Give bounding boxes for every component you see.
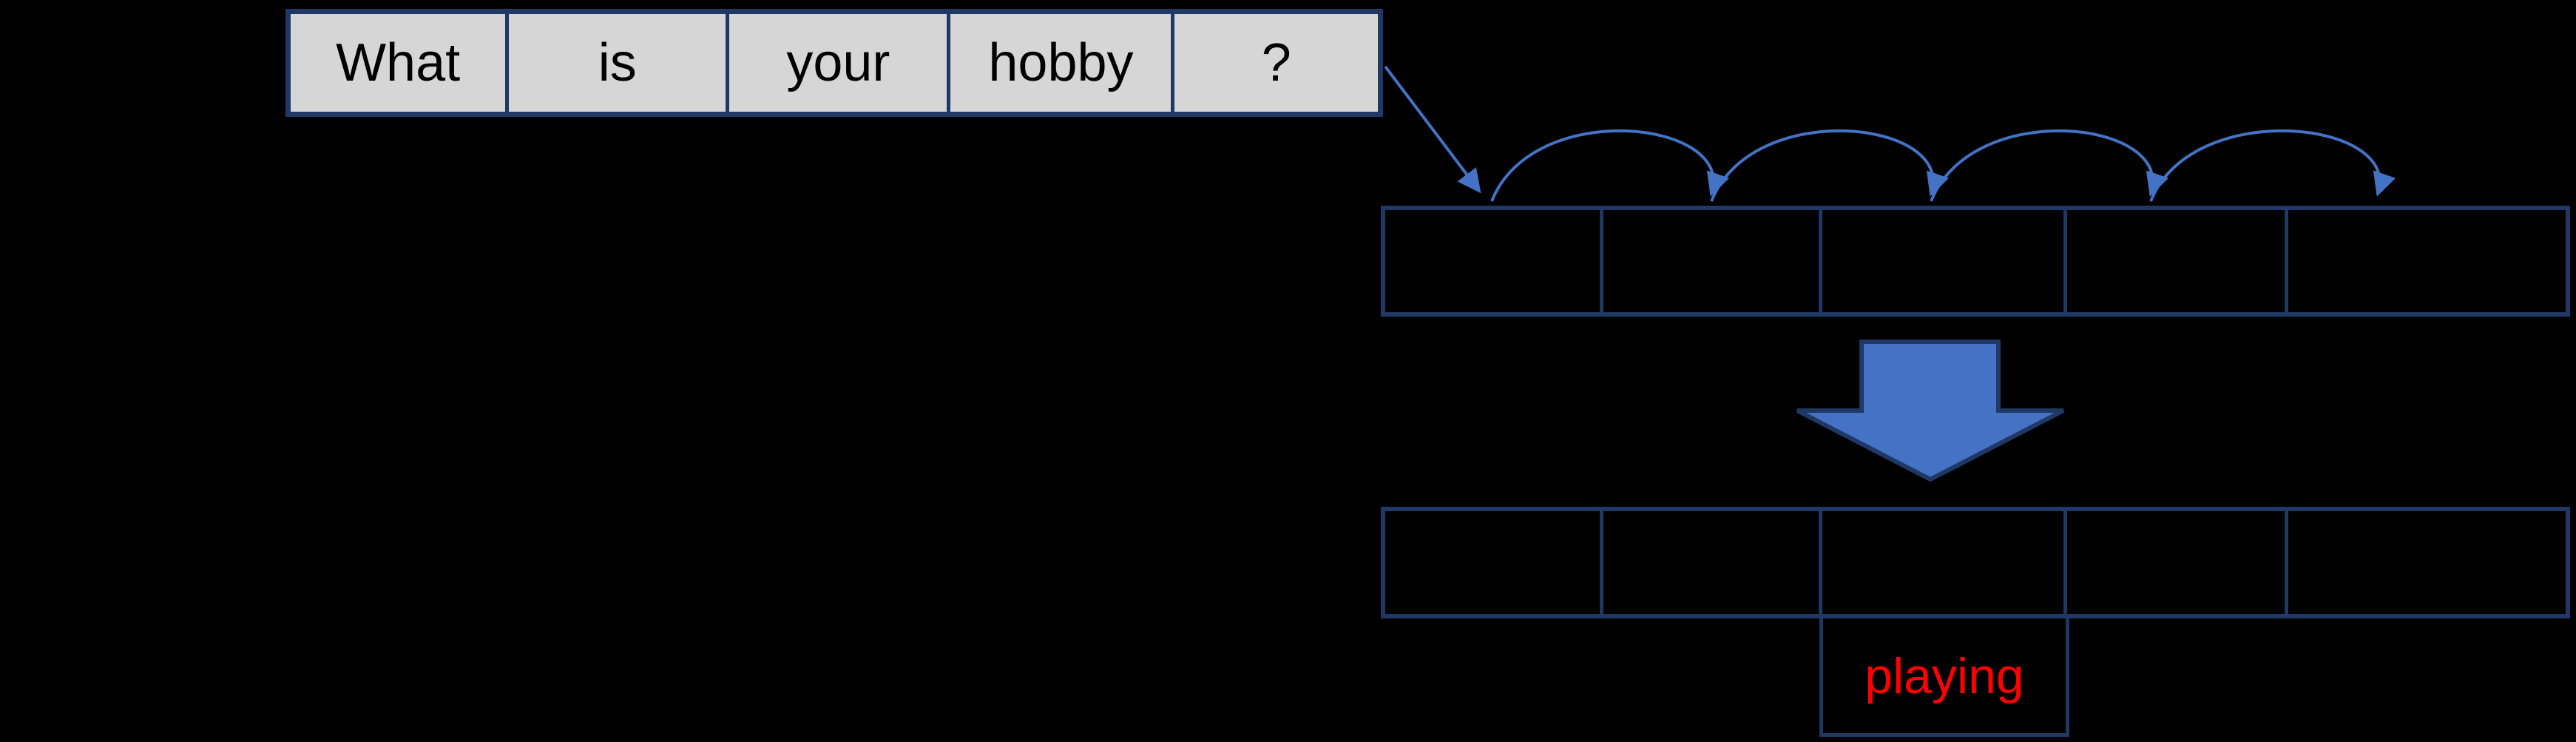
- word-cell-your: your: [729, 14, 951, 112]
- hop-arc-icon-4: [2149, 129, 2396, 202]
- decoder-cell-2: [1603, 511, 1823, 614]
- decoder-cell-1: [1385, 511, 1604, 614]
- hop-arc-icon-2: [1710, 129, 1950, 202]
- decoder-cell-3: [1822, 511, 2067, 614]
- encoder-cell-4: [2067, 210, 2288, 312]
- prediction-box: playing: [1819, 615, 2069, 737]
- encoder-cell-2: [1603, 210, 1823, 312]
- encoder-cell-5: [2288, 210, 2566, 312]
- decoder-cell-4: [2067, 511, 2288, 614]
- word-cell-hobby: hobby: [950, 14, 1175, 112]
- hop-arc-icon-3: [1930, 129, 2169, 202]
- decoder-cell-5: [2288, 511, 2566, 614]
- pointer-line-icon: [1384, 65, 1481, 194]
- down-block-arrow-icon: [1796, 340, 2065, 482]
- sentence-table: What is your hobby ?: [285, 9, 1383, 117]
- decoder-row: [1381, 507, 2570, 618]
- encoder-row: [1381, 206, 2570, 317]
- word-cell-qmark: ?: [1261, 33, 1291, 92]
- prediction-label: playing: [1865, 647, 2024, 704]
- word-cell-is: is: [509, 14, 730, 112]
- word-cell-what: What: [291, 14, 510, 112]
- hop-arc-icon-1: [1490, 129, 1730, 202]
- encoder-cell-1: [1385, 210, 1604, 312]
- encoder-cell-3: [1822, 210, 2067, 312]
